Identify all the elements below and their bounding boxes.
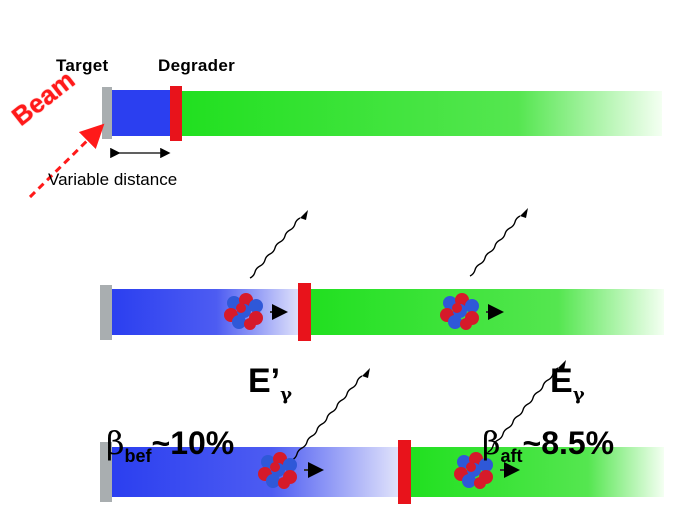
- stopper-region-green: [182, 91, 662, 136]
- beta-symbol: β: [482, 424, 501, 462]
- beta-after-subscript: aft: [500, 446, 523, 466]
- target-foil: [100, 442, 112, 502]
- gamma-ray-wave: [249, 217, 301, 279]
- variable-distance-label: Variable distance: [48, 170, 178, 189]
- flight-region-blue: [112, 447, 402, 497]
- gamma-subscript: γ: [280, 384, 293, 405]
- degrader-label: Degrader: [158, 56, 236, 75]
- row-setup: [28, 86, 662, 199]
- e-prime: E’: [248, 362, 281, 400]
- nucleus: [258, 452, 297, 489]
- flight-region-blue: [112, 90, 172, 136]
- beam-arrow: [28, 123, 105, 199]
- beta-before-subscript: bef: [124, 446, 152, 466]
- gamma-ray-wave: [291, 375, 363, 461]
- unshifted-gamma-energy: Eγ: [550, 362, 585, 405]
- stopper-region-green: [411, 447, 664, 497]
- beta-after: βaft~8.5%: [482, 424, 615, 466]
- row-velocities: [100, 360, 664, 504]
- row-emission: [100, 208, 664, 341]
- shifted-gamma-energy: E’γ: [248, 362, 292, 405]
- nucleus: [454, 452, 493, 489]
- nucleus: [440, 293, 479, 330]
- e: E: [550, 362, 573, 400]
- target-label: Target: [56, 56, 109, 75]
- degrader-foil: [398, 440, 411, 504]
- nucleus: [224, 293, 263, 330]
- degrader-foil: [170, 86, 182, 141]
- target-foil: [100, 285, 112, 340]
- gamma-arrow-head: [362, 368, 370, 378]
- gamma-ray-wave: [469, 215, 521, 277]
- beta-before: βbef~10%: [106, 424, 235, 466]
- beta-after-value: ~8.5%: [522, 425, 615, 461]
- degrader-foil: [298, 283, 311, 341]
- gamma-subscript: γ: [572, 384, 585, 405]
- beta-symbol: β: [106, 424, 125, 462]
- target-foil: [102, 87, 112, 139]
- beta-before-value: ~10%: [151, 425, 235, 461]
- gamma-arrow-head: [558, 360, 566, 370]
- gamma-arrow-head: [520, 208, 528, 218]
- gamma-ray-wave: [487, 367, 559, 453]
- gamma-arrow-head: [300, 210, 308, 220]
